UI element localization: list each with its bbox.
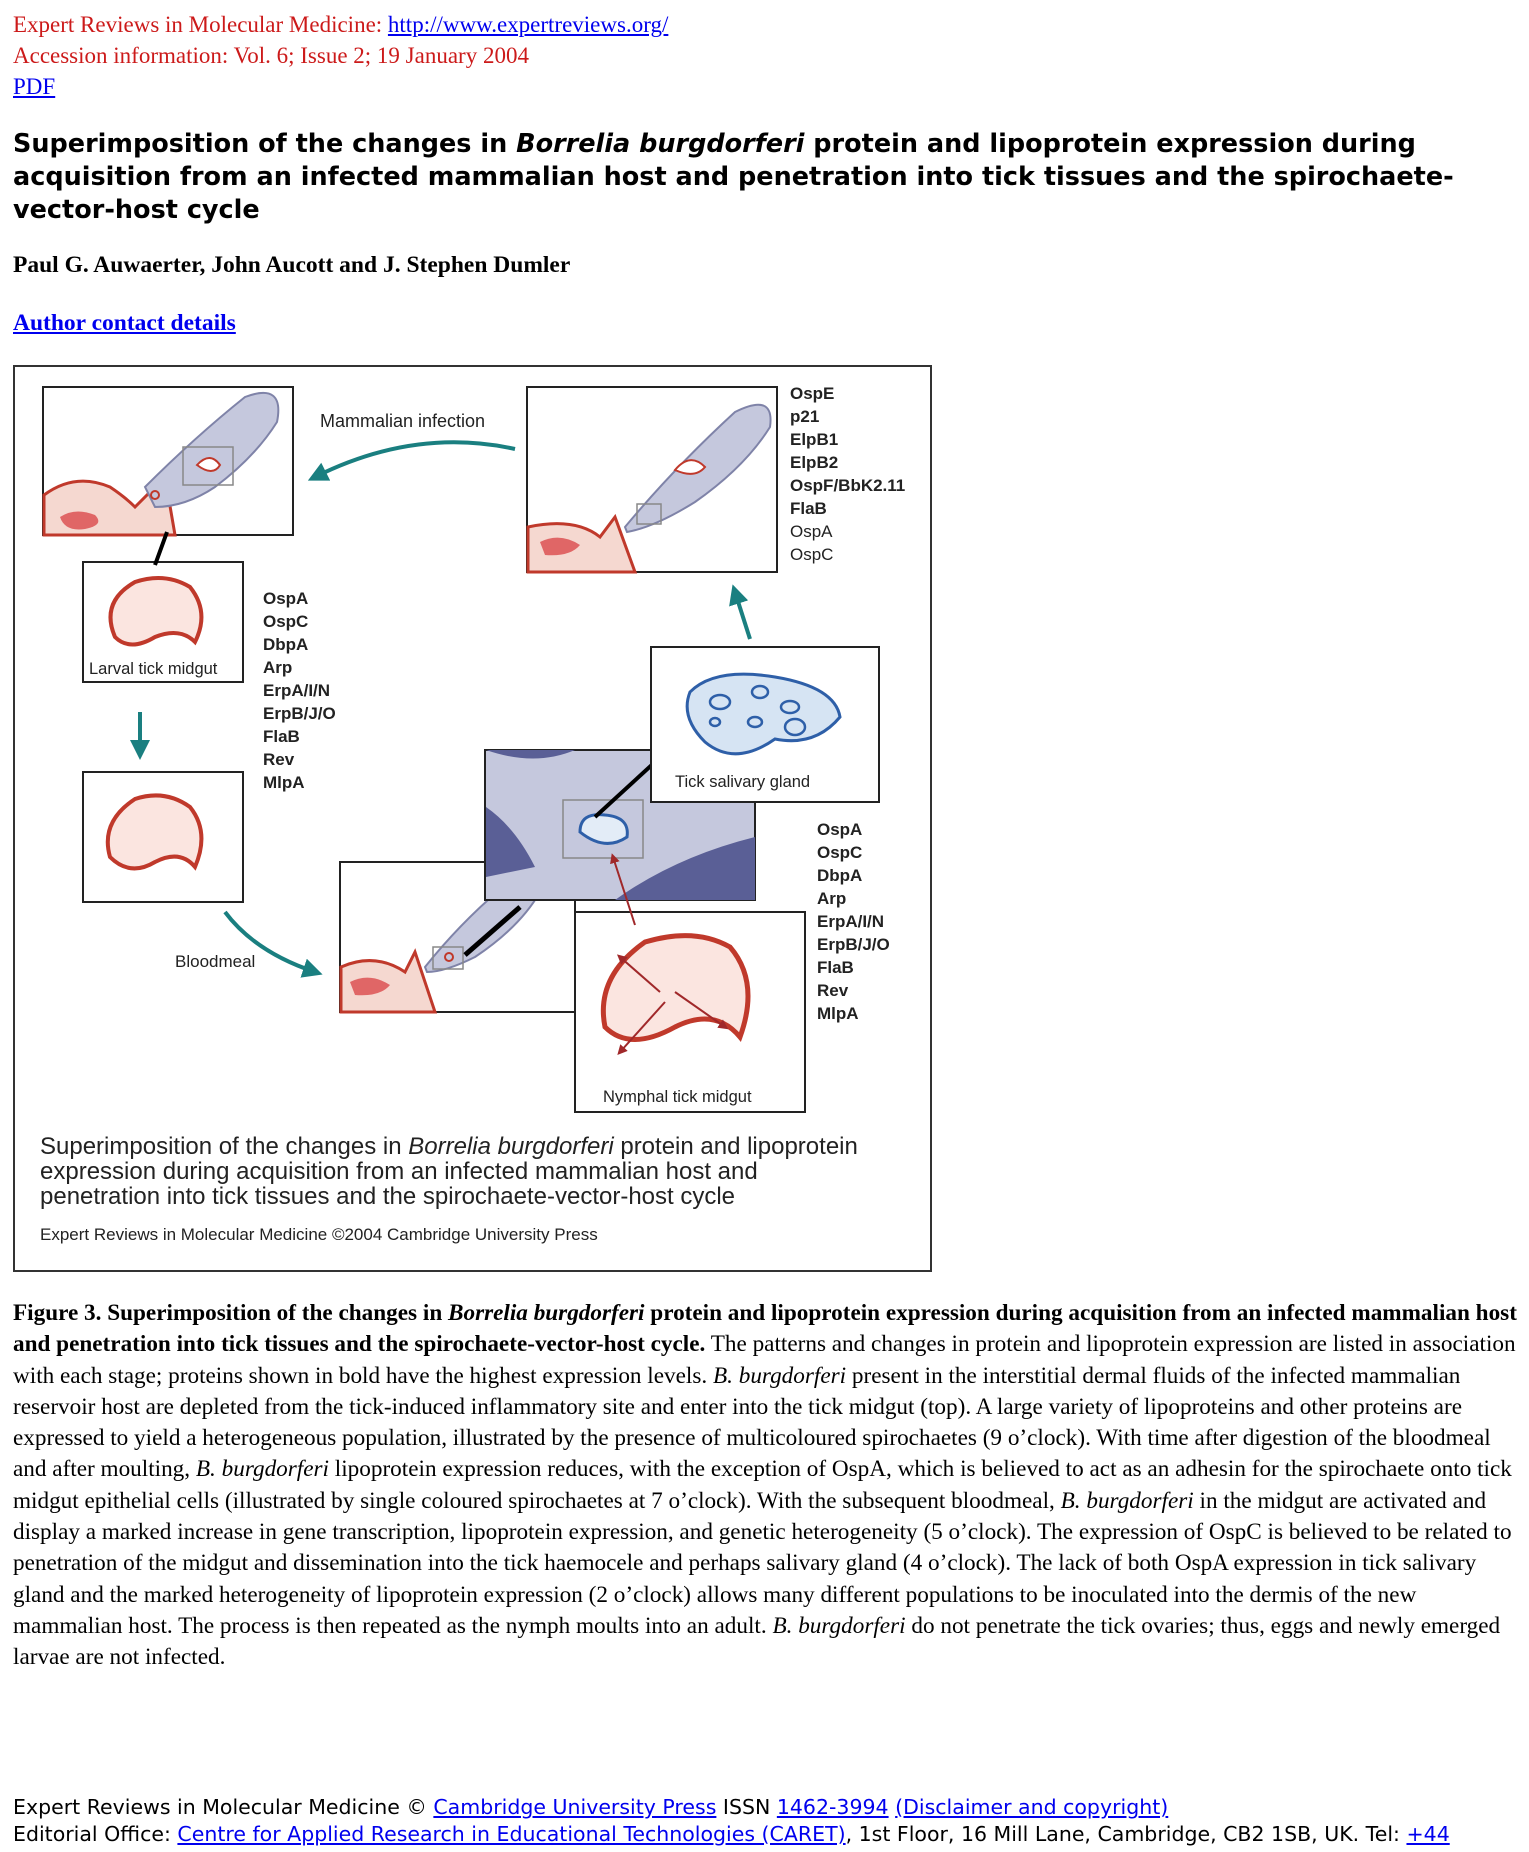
panel-nymphal-midgut: Nymphal tick midgut	[574, 853, 806, 1113]
pdf-link[interactable]: PDF	[13, 74, 56, 99]
caption-bold: Figure 3. Superimposition of the changes…	[13, 1300, 1517, 1357]
caption-italic-3: B. burgdorferi	[1060, 1487, 1194, 1514]
protein-right-8: MlpA	[817, 1004, 859, 1023]
article-authors: Paul G. Auwaerter, John Aucott and J. St…	[13, 252, 571, 278]
protein-top-5: FlaB	[790, 499, 827, 518]
title-species: Borrelia burgdorferi	[516, 129, 805, 159]
protein-top-6: OspA	[790, 522, 833, 541]
caption-italic-2: B. burgdorferi	[195, 1456, 329, 1483]
protein-list-left: OspA OspC DbpA Arp ErpA/I/N ErpB/J/O Fla…	[263, 589, 336, 792]
arrow-bloodmeal	[223, 910, 323, 978]
panel-larval-midgut: Larval tick midgut	[82, 531, 244, 683]
protein-left-4: ErpA/I/N	[263, 681, 330, 700]
label-nymphal-midgut: Nymphal tick midgut	[603, 1088, 752, 1106]
protein-top-1: p21	[790, 407, 819, 426]
protein-right-6: FlaB	[817, 958, 854, 977]
footer-line-1: Expert Reviews in Molecular Medicine © C…	[13, 1794, 1529, 1821]
figure-caption: Figure 3. Superimposition of the changes…	[13, 1298, 1521, 1674]
caption-italic-1: B. burgdorferi	[712, 1362, 847, 1389]
footer-copyright: Expert Reviews in Molecular Medicine ©	[13, 1795, 434, 1819]
label-salivary-gland: Tick salivary gland	[675, 773, 810, 791]
protein-left-6: FlaB	[263, 727, 300, 746]
protein-right-1: OspC	[817, 843, 862, 862]
label-larval-midgut: Larval tick midgut	[89, 660, 218, 678]
accession-info: Accession information: Vol. 6; Issue 2; …	[13, 43, 529, 68]
protein-right-3: Arp	[817, 889, 846, 908]
caption-text-3: lipoprotein expression reduces, with the…	[13, 1456, 1512, 1514]
panel-unfed-midgut	[82, 771, 244, 903]
inner-caption-line3: penetration into tick tissues and the sp…	[40, 1183, 735, 1210]
footer-line-2: Editorial Office: Centre for Applied Res…	[13, 1821, 1529, 1848]
caret-link[interactable]: Centre for Applied Research in Education…	[177, 1822, 846, 1846]
article-title: Superimposition of the changes in Borrel…	[13, 128, 1518, 227]
journal-label: Expert Reviews in Molecular Medicine:	[13, 12, 388, 37]
caption-text-1: The patterns and changes in protein and …	[13, 1331, 1516, 1389]
caption-bold-italic: Borrelia burgdorferi	[448, 1300, 645, 1326]
svg-text:Superimposition of the changes: Superimposition of the changes in Borrel…	[40, 1133, 858, 1160]
caption-bold-pre: Figure 3. Superimposition of the changes…	[13, 1300, 449, 1326]
figure-credit: Expert Reviews in Molecular Medicine ©20…	[40, 1225, 598, 1244]
phone-link[interactable]: +44	[1406, 1822, 1450, 1846]
label-bloodmeal: Bloodmeal	[175, 952, 255, 971]
caption-text-4: in the midgut are activated and display …	[13, 1487, 1512, 1639]
caption-italic-4: B. burgdorferi	[772, 1612, 906, 1639]
protein-right-2: DbpA	[817, 866, 862, 885]
pdf-line: PDF	[13, 72, 55, 102]
panel-top-left	[42, 386, 294, 537]
lifecycle-diagram: Mammalian infection Larval tick midgut O…	[40, 384, 905, 1244]
protein-left-0: OspA	[263, 589, 308, 608]
inner-caption-italic: Borrelia burgdorferi	[408, 1133, 614, 1160]
protein-right-7: Rev	[817, 981, 849, 1000]
inner-caption-line2: expression during acquisition from an in…	[40, 1158, 758, 1185]
blood-pool	[60, 511, 99, 530]
protein-left-8: MlpA	[263, 773, 305, 792]
protein-list-right: OspA OspC DbpA Arp ErpA/I/N ErpB/J/O Fla…	[817, 820, 890, 1023]
arrow-salivary-to-host	[729, 584, 752, 640]
journal-url-link[interactable]: http://www.expertreviews.org/	[387, 12, 669, 37]
footer-issn-label: ISSN	[716, 1795, 777, 1819]
journal-header-line: Expert Reviews in Molecular Medicine: ht…	[13, 10, 668, 40]
protein-left-3: Arp	[263, 658, 292, 677]
panel-top-right	[526, 386, 778, 574]
protein-right-5: ErpB/J/O	[817, 935, 890, 954]
figure-inner-caption: Superimposition of the changes in Borrel…	[40, 1133, 858, 1244]
protein-top-2: ElpB1	[790, 430, 838, 449]
protein-top-7: OspC	[790, 545, 833, 564]
footer-office-label: Editorial Office:	[13, 1822, 178, 1846]
protein-list-top: OspE p21 ElpB1 ElpB2 OspF/BbK2.11 FlaB O…	[790, 384, 905, 564]
issn-link[interactable]: 1462-3994	[776, 1795, 889, 1819]
caption-bold-post: protein and lipoprotein expression durin…	[13, 1300, 1517, 1358]
panel-salivary-gland: Tick salivary gland	[650, 646, 880, 803]
page-footer: Expert Reviews in Molecular Medicine © C…	[13, 1794, 1529, 1848]
title-text-2: protein and lipoprotein expression durin…	[13, 129, 1454, 225]
contact-line: Author contact details	[13, 310, 236, 337]
protein-top-4: OspF/BbK2.11	[790, 476, 905, 495]
protein-left-1: OspC	[263, 612, 308, 631]
protein-left-2: DbpA	[263, 635, 308, 654]
title-text-1: Superimposition of the changes in	[13, 129, 517, 159]
protein-left-5: ErpB/J/O	[263, 704, 336, 723]
protein-right-0: OspA	[817, 820, 862, 839]
protein-left-7: Rev	[263, 750, 295, 769]
protein-top-0: OspE	[790, 384, 834, 403]
author-contact-link[interactable]: Author contact details	[13, 310, 236, 336]
disclaimer-link[interactable]: (Disclaimer and copyright)	[895, 1795, 1169, 1819]
arrow-mammalian-infection	[307, 440, 516, 481]
tick-body	[143, 392, 280, 509]
label-mammalian-infection: Mammalian infection	[320, 411, 485, 431]
publisher-link[interactable]: Cambridge University Press	[433, 1795, 717, 1819]
caption-text-2: present in the interstitial dermal fluid…	[13, 1362, 1491, 1483]
caption-text-5: do not penetrate the tick ovaries; thus,…	[13, 1612, 1501, 1671]
inner-caption-pre: Superimposition of the changes in	[40, 1133, 408, 1160]
footer-address: , 1st Floor, 16 Mill Lane, Cambridge, CB…	[845, 1822, 1407, 1846]
protein-top-3: ElpB2	[790, 453, 838, 472]
protein-right-4: ErpA/I/N	[817, 912, 884, 931]
inner-caption-post: protein and lipoprotein	[614, 1133, 858, 1160]
figure-image: Mammalian infection Larval tick midgut O…	[13, 365, 932, 1272]
